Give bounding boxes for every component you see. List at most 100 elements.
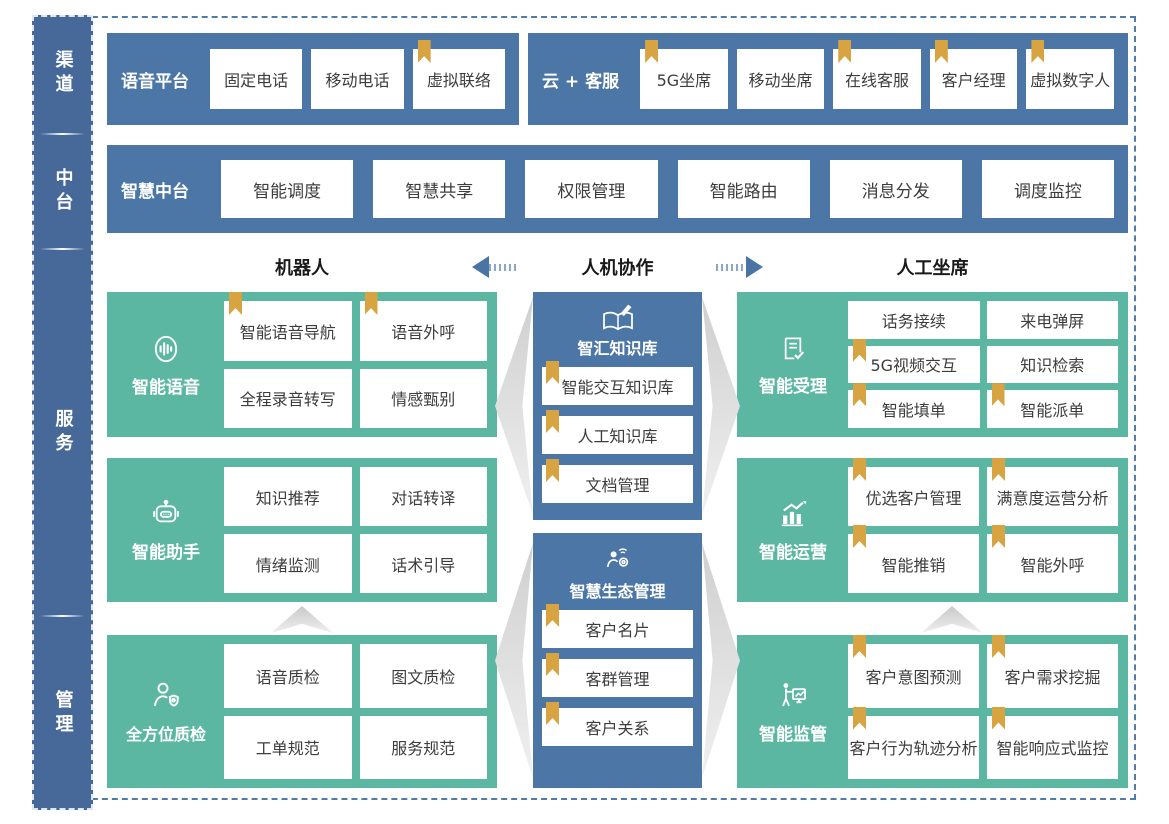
layer-sidebar: 渠道 中台 服务 管理 <box>32 15 93 810</box>
document-check-icon <box>777 333 809 365</box>
feature-item: 工单规范 <box>224 715 352 779</box>
bookmark-icon <box>838 40 852 63</box>
eco-item: 客群管理 <box>542 653 693 697</box>
block-title: 智能受理 <box>759 376 827 397</box>
feature-item: 语音质检 <box>224 644 352 708</box>
panel-head: 智汇知识库 <box>542 300 693 367</box>
knowledge-item-label: 人工知识库 <box>577 427 658 446</box>
block-title: 智能监管 <box>759 724 827 745</box>
channel-item: 虚拟联络 <box>412 40 505 109</box>
channel-item-label: 5G坐席 <box>656 71 712 90</box>
bookmark-icon <box>853 338 866 362</box>
feature-item-label: 智能响应式监控 <box>996 739 1109 759</box>
eco-item: 客户关系 <box>542 702 693 746</box>
feature-item-label: 智能外呼 <box>1020 555 1085 575</box>
voice-platform-panel: 语音平台 固定电话 移动电话 虚拟联络 <box>107 33 519 125</box>
feature-item: 客户意图预测 <box>848 635 979 708</box>
feature-item-label: 语音质检 <box>255 667 320 687</box>
feature-item-label: 智能语音导航 <box>239 322 336 342</box>
midplatform-item-label: 智能路由 <box>709 181 778 202</box>
midplatform-item: 权限管理 <box>525 160 658 218</box>
voice-platform-title: 语音平台 <box>121 71 189 92</box>
header-robot: 机器人 <box>275 258 329 279</box>
flow-arrow-right-icon <box>716 256 763 278</box>
feature-item-label: 知识检索 <box>1020 356 1085 376</box>
midplatform-item: 智能调度 <box>221 160 354 218</box>
bookmark-icon <box>934 40 948 63</box>
feature-item: 图文质检 <box>359 644 487 708</box>
bookmark-icon <box>546 702 559 725</box>
bookmark-icon <box>546 604 559 627</box>
layer-label-service: 服务 <box>52 408 74 457</box>
feature-item-label: 5G视频交互 <box>870 356 958 376</box>
block-smart-supervision: 智能监管 客户意图预测 客户需求挖掘 客户行为轨迹分析 智能响应式监控 <box>737 635 1128 788</box>
block-smart-operation: 智能运营 优选客户管理 满意度运营分析 智能推销 智能外呼 <box>737 458 1128 602</box>
panel-title: 智慧生态管理 <box>569 582 666 601</box>
eco-item: 客户名片 <box>542 604 693 648</box>
header-human-agent: 人工坐席 <box>896 258 969 279</box>
feature-item-label: 满意度运营分析 <box>996 488 1109 508</box>
block-label: 智能语音 <box>117 301 215 428</box>
sidebar-section-management: 管理 <box>32 617 93 810</box>
bookmark-icon <box>364 292 378 315</box>
feature-item-label: 语音外呼 <box>391 322 456 342</box>
channel-item-label: 移动坐席 <box>748 71 813 90</box>
feature-item: 话术引导 <box>359 534 487 593</box>
feature-item: 优选客户管理 <box>848 458 979 526</box>
feature-item-label: 来电弹屏 <box>1020 311 1085 331</box>
panel-head: 智慧生态管理 <box>542 541 693 610</box>
bookmark-icon <box>992 458 1005 481</box>
feature-item: 智能推销 <box>848 525 979 593</box>
block-title: 智能语音 <box>132 377 200 398</box>
feature-item: 智能填单 <box>848 383 980 428</box>
block-smart-voice: 智能语音 智能语音导航 语音外呼 全程录音转写 情感甄别 <box>107 292 497 437</box>
smart-midplatform-title: 智慧中台 <box>121 181 189 202</box>
feature-item: 智能派单 <box>986 383 1118 428</box>
midplatform-item-label: 智慧共享 <box>405 181 474 202</box>
midplatform-item: 调度监控 <box>981 160 1115 218</box>
feature-item: 语音外呼 <box>359 292 487 361</box>
channel-item-label: 虚拟数字人 <box>1030 71 1111 90</box>
flow-arrow-left-icon <box>472 256 519 278</box>
channel-item: 固定电话 <box>210 49 303 109</box>
bookmark-icon <box>853 706 866 730</box>
block-label: 智能运营 <box>747 467 839 593</box>
knowledge-item: 人工知识库 <box>542 410 693 454</box>
block-smart-assistant: 智能助手 知识推荐 对话转译 情绪监测 话术引导 <box>107 458 497 602</box>
feature-item: 客户需求挖掘 <box>987 635 1118 708</box>
feature-item: 情绪监测 <box>224 534 352 593</box>
knowledge-item-label: 智能交互知识库 <box>561 378 674 397</box>
bookmark-icon <box>546 459 559 482</box>
voice-wave-icon <box>149 332 183 366</box>
feature-item: 智能响应式监控 <box>987 706 1118 779</box>
panel-eco-management: 智慧生态管理 客户名片 客群管理 客户关系 <box>533 533 702 788</box>
bookmark-icon <box>546 410 559 433</box>
feature-item-label: 客户行为轨迹分析 <box>849 739 978 759</box>
cloud-service-title: 云 + 客服 <box>542 71 620 92</box>
feature-item-label: 工单规范 <box>255 739 320 759</box>
bookmark-icon <box>546 653 559 676</box>
feature-item-label: 客户意图预测 <box>865 667 962 687</box>
feature-item: 5G视频交互 <box>848 338 980 384</box>
knowledge-item: 文档管理 <box>542 459 693 503</box>
arrow-head <box>472 256 489 278</box>
feature-item-label: 情绪监测 <box>255 555 320 575</box>
channel-item: 移动电话 <box>311 49 404 109</box>
block-title: 全方位质检 <box>125 725 206 744</box>
feature-item-label: 情感甄别 <box>391 390 456 410</box>
feature-item: 满意度运营分析 <box>987 458 1118 526</box>
bookmark-icon <box>992 706 1005 730</box>
block-label: 全方位质检 <box>117 644 215 779</box>
feature-item: 知识检索 <box>986 345 1118 384</box>
channel-item: 移动坐席 <box>736 49 825 109</box>
sidebar-section-midplatform: 中台 <box>32 135 93 248</box>
block-label: 智能助手 <box>117 467 215 593</box>
midplatform-item: 消息分发 <box>829 160 962 218</box>
feature-item-label: 知识推荐 <box>255 488 320 508</box>
midplatform-item-label: 消息分发 <box>861 181 930 202</box>
layer-label-channel: 渠道 <box>52 50 74 98</box>
feature-item-label: 智能派单 <box>1020 401 1085 421</box>
midplatform-item: 智能路由 <box>677 160 810 218</box>
feature-item: 智能外呼 <box>987 525 1118 593</box>
